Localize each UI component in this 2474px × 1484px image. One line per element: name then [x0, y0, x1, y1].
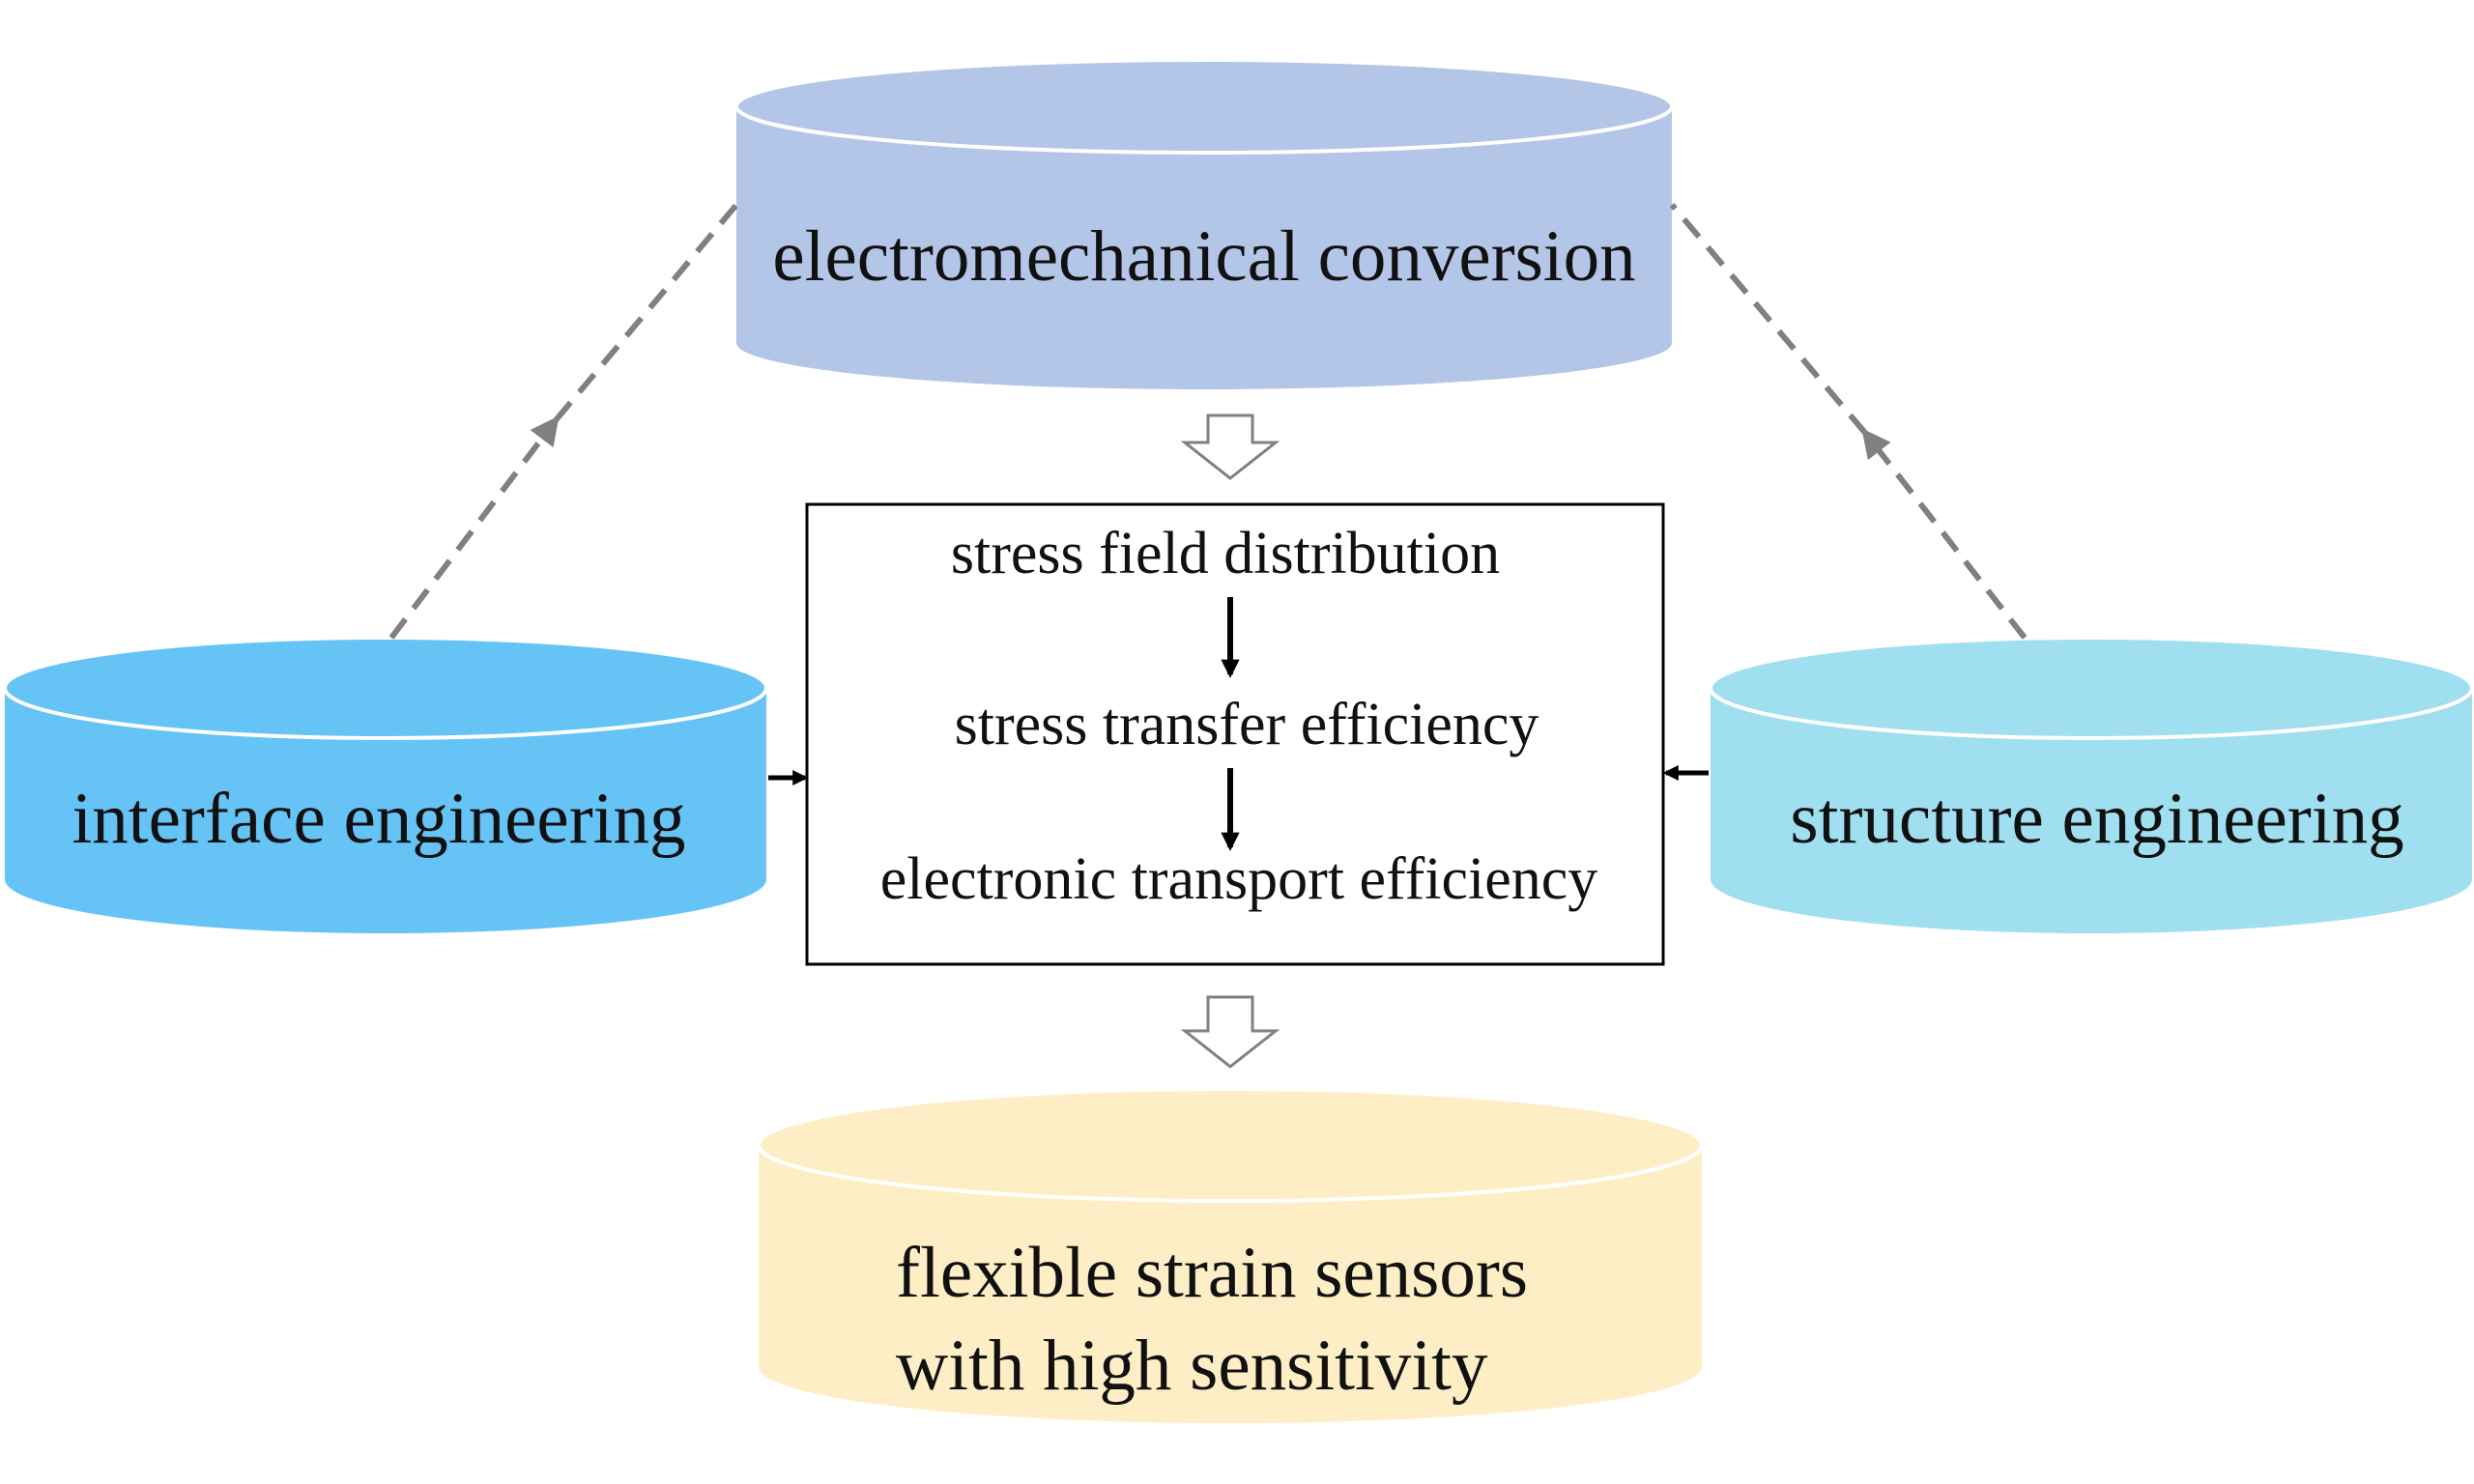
hollow-down-arrow-bottom — [1180, 995, 1280, 1069]
cylinder-top — [757, 1087, 1704, 1203]
node-label-flexible-strain-sensors-line1: flexible strain sensors — [896, 1233, 1528, 1313]
cylinder-interface-engineering: interface engineering — [3, 636, 768, 933]
cylinder-top — [1709, 636, 2474, 740]
hollow-down-arrow-top — [1180, 414, 1280, 480]
cylinder-body — [5, 688, 766, 933]
cylinder-top — [3, 636, 768, 740]
step-electronic-transport-efficiency: electronic transport efficiency — [880, 846, 1598, 912]
step-stress-transfer-efficiency: stress transfer efficiency — [955, 692, 1539, 757]
node-label-interface-engineering: interface engineering — [72, 779, 685, 859]
dashed-arrow-interface-to-conversion — [388, 203, 739, 640]
cylinder-body — [1711, 688, 2472, 933]
node-label-structure-engineering: structure engineering — [1790, 779, 2403, 859]
node-label-flexible-strain-sensors-line2: with high sensitivity — [896, 1326, 1488, 1406]
cylinder-top — [734, 58, 1674, 155]
cylinder-flexible-strain-sensors: flexible strain sensors with high sensit… — [757, 1087, 1704, 1423]
process-box: stress field distribution stress transfe… — [805, 502, 1665, 966]
cylinder-body — [759, 1145, 1702, 1423]
cylinder-body — [736, 106, 1672, 389]
process-box-border — [805, 502, 1665, 966]
dashed-arrow-structure-to-conversion — [1669, 203, 2028, 640]
cylinder-structure-engineering: structure engineering — [1709, 636, 2474, 933]
cylinder-electromechanical-conversion: electromechanical conversion — [734, 58, 1674, 389]
step-stress-field-distribution: stress field distribution — [951, 521, 1500, 586]
node-label-electromechanical-conversion: electromechanical conversion — [772, 216, 1635, 297]
